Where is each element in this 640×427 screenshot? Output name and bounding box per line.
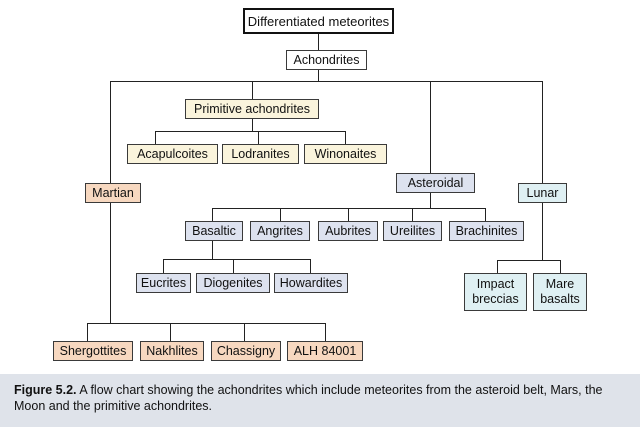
- node-label: Chassigny: [216, 343, 276, 358]
- node-lunar: Lunar: [518, 183, 567, 203]
- node-alh-84001: ALH 84001: [287, 341, 363, 361]
- node-label: Lodranites: [231, 146, 290, 161]
- node-label: Howardites: [279, 275, 343, 290]
- caption-label: Figure 5.2.: [14, 383, 77, 397]
- node-eucrites: Eucrites: [136, 273, 191, 293]
- node-label-line-1: Impact: [476, 277, 515, 291]
- figure-caption: Figure 5.2. A flow chart showing the ach…: [0, 374, 640, 427]
- node-brachinites: Brachinites: [449, 221, 524, 241]
- node-impact-breccias: Impact breccias: [464, 273, 527, 311]
- caption-text: A flow chart showing the achondrites whi…: [14, 383, 603, 413]
- node-lodranites: Lodranites: [222, 144, 299, 164]
- node-label-line-2: basalts: [540, 292, 580, 306]
- node-label: ALH 84001: [293, 343, 357, 358]
- node-label: Brachinites: [455, 223, 518, 238]
- node-label: Lunar: [526, 185, 559, 200]
- node-ureilites: Ureilites: [383, 221, 442, 241]
- node-chassigny: Chassigny: [211, 341, 281, 361]
- node-nakhlites: Nakhlites: [140, 341, 204, 361]
- node-mare-basalts: Mare basalts: [533, 273, 587, 311]
- node-label: Asteroidal: [407, 175, 464, 190]
- node-basaltic: Basaltic: [185, 221, 243, 241]
- node-label-line-1: Mare: [545, 277, 575, 291]
- node-acapulcoites: Acapulcoites: [127, 144, 218, 164]
- node-angrites: Angrites: [250, 221, 310, 241]
- node-primitive-achondrites: Primitive achondrites: [185, 99, 319, 119]
- node-howardites: Howardites: [274, 273, 348, 293]
- node-label: Differentiated meteorites: [247, 13, 390, 29]
- node-asteroidal: Asteroidal: [396, 173, 475, 193]
- node-label: Eucrites: [140, 275, 187, 290]
- node-label: Angrites: [257, 223, 303, 238]
- node-label: Aubrites: [325, 223, 371, 238]
- node-achondrites: Achondrites: [286, 50, 367, 70]
- node-label: Primitive achondrites: [193, 101, 310, 116]
- node-label: Diogenites: [203, 275, 263, 290]
- node-label: Acapulcoites: [137, 146, 208, 161]
- node-martian: Martian: [85, 183, 141, 203]
- node-label: Martian: [92, 185, 134, 200]
- node-label: Shergottites: [59, 343, 127, 358]
- node-aubrites: Aubrites: [318, 221, 378, 241]
- node-label: Nakhlites: [146, 343, 198, 358]
- node-winonaites: Winonaites: [304, 144, 387, 164]
- node-label: Basaltic: [192, 223, 236, 238]
- connector-lines: [87, 33, 561, 341]
- node-shergottites: Shergottites: [53, 341, 133, 361]
- node-diogenites: Diogenites: [196, 273, 270, 293]
- node-label-line-2: breccias: [472, 292, 519, 306]
- node-differentiated-meteorites: Differentiated meteorites: [243, 8, 394, 34]
- node-label: Ureilites: [389, 223, 436, 238]
- node-label: Winonaites: [314, 146, 377, 161]
- node-label: Achondrites: [293, 52, 360, 67]
